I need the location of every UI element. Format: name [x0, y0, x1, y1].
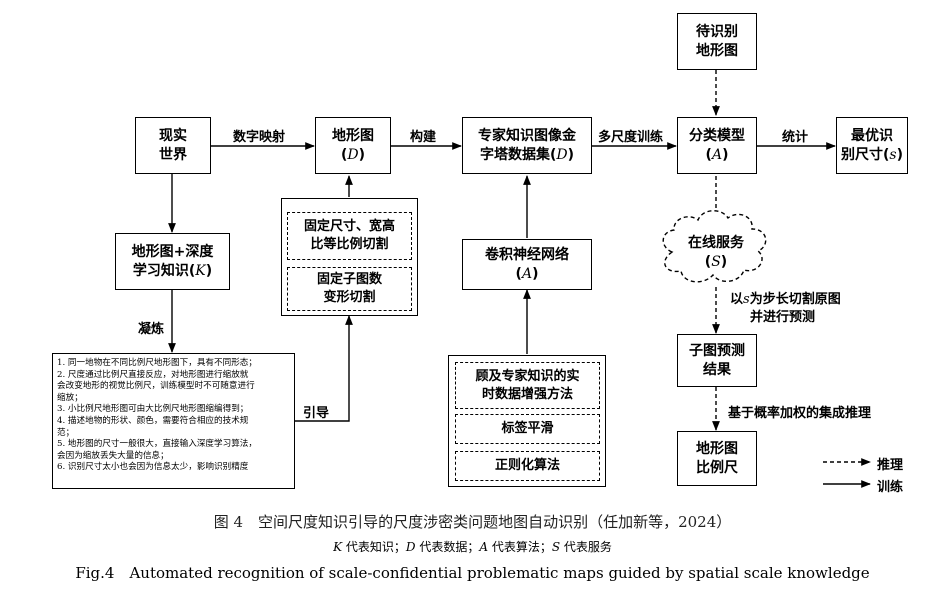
label-guide: 引导 [303, 406, 330, 421]
label-step-cut: 以s为步长切割原图 并进行预测 [730, 291, 841, 327]
caption-title-zh: 图 4 空间尺度知识引导的尺度涉密类问题地图自动识别（任加新等，2024） [213, 513, 732, 531]
caption-var-s: S [551, 540, 561, 554]
node-map-dl-knowledge: 地形图+深度 学习知识(K) [115, 233, 230, 290]
node-subpred-line2: 结果 [703, 361, 731, 378]
node-subimage-prediction: 子图预测 结果 [677, 334, 757, 387]
label-ensemble-inference: 基于概率加权的集成推理 [728, 406, 872, 421]
label-step-cut-line1: 以s为步长切割原图 [730, 291, 841, 309]
aug-method-1-line2: 时数据增强方法 [481, 386, 573, 402]
node-pyramid-dataset: 专家知识图像金 字塔数据集(D) [462, 117, 592, 174]
node-cnn: 卷积神经网络 (A) [462, 239, 592, 290]
node-knowledge-var: K [195, 262, 206, 279]
cut-method-1-line2: 比等比例切割 [310, 237, 389, 252]
caption-text-s: 代表服务 [560, 540, 612, 554]
node-real-world-line1: 现实 [159, 127, 187, 144]
node-map-line1: 地形图 [332, 127, 374, 144]
knowledge-item: 会因为缩放丢失大量的信息； [57, 450, 169, 461]
node-pending-line2: 地形图 [696, 42, 738, 59]
knowledge-item: 5. 地形图的尺寸一般很大，直接输入深度学习算法， [57, 439, 257, 450]
node-scale-line2: 比例尺 [696, 459, 738, 476]
caption-text-k: 代表知识； [342, 540, 406, 554]
node-optimal-size: 最优识 别尺寸(s) [836, 117, 908, 174]
caption-var-k: K [333, 540, 343, 554]
label-step-cut-var: s [743, 292, 750, 307]
node-knowledge-line2: 学习知识(K) [132, 262, 213, 279]
node-pyramid-line1: 专家知识图像金 [478, 127, 576, 144]
label-step-cut-pre: 以 [730, 292, 744, 307]
cut-method-fixed-count: 固定子图数 变形切割 [287, 267, 412, 311]
node-real-world-line2: 世界 [159, 146, 187, 163]
label-multiscale-training: 多尺度训练 [598, 130, 664, 145]
aug-method-regularization: 正则化算法 [455, 451, 600, 481]
legend-training-label: 训练 [877, 480, 904, 495]
knowledge-item: 4. 描述地物的形状、颜色，需要符合相应的技术规 [57, 415, 249, 426]
aug-method-2-line1: 标签平滑 [501, 421, 554, 436]
node-map-var: D [347, 146, 359, 163]
node-optimal-line2-text: 别尺寸 [841, 146, 883, 163]
arrow-list-guide-to-cut [295, 315, 353, 422]
cut-method-fixed-size: 固定尺寸、宽高 比等比例切割 [287, 212, 412, 260]
knowledge-item: 6. 识别尺寸太小也会因为信息太少，影响识别精度 [57, 462, 249, 473]
caption-text-d: 代表数据； [415, 540, 480, 554]
knowledge-item: 范； [57, 427, 75, 438]
node-pyramid-line2-text: 字塔数据集 [479, 146, 550, 163]
node-map: 地形图 (D) [315, 117, 391, 174]
knowledge-item: 会改变地形的视觉比例尺，训练模型时不可随意进行 [57, 381, 255, 392]
knowledge-item: 2. 尺度通过比例尺直接反应，对地形图进行缩放就 [57, 369, 249, 380]
cut-method-2-line1: 固定子图数 [316, 272, 382, 287]
node-cnn-line2: (A) [515, 265, 539, 282]
label-refine: 凝炼 [138, 322, 165, 337]
knowledge-list: 1. 同一地物在不同比例尺地形图下，具有不同形态； 2. 尺度通过比例尺直接反应… [52, 353, 295, 489]
cut-method-2-line2: 变形切割 [323, 290, 376, 305]
label-step-cut-line2: 并进行预测 [750, 310, 816, 325]
node-cnn-var: A [521, 265, 533, 282]
aug-method-1-line1: 顾及专家知识的实 [475, 368, 580, 384]
node-optimal-var: s [889, 146, 897, 163]
caption-text-a: 代表算法； [488, 540, 552, 554]
node-online-line2: (S) [704, 254, 728, 270]
node-map-scale: 地形图 比例尺 [677, 431, 757, 486]
node-map-line2: (D) [340, 146, 366, 163]
label-step-cut-post: 为步长切割原图 [749, 292, 841, 307]
label-statistics: 统计 [782, 130, 809, 145]
node-pending-map: 待识别 地形图 [677, 13, 757, 70]
node-optimal-line1: 最优识 [851, 127, 893, 144]
node-pyramid-var: D [556, 146, 568, 163]
node-pyramid-line2: 字塔数据集(D) [479, 146, 575, 163]
node-online-var: S [711, 254, 721, 270]
caption-title-en: Fig.4 Automated recognition of scale-con… [75, 564, 870, 582]
node-real-world: 现实 世界 [135, 117, 211, 174]
node-knowledge-line2-text: 学习知识 [132, 262, 189, 279]
knowledge-item: 1. 同一地物在不同比例尺地形图下，具有不同形态； [57, 358, 257, 368]
caption-var-d: D [405, 540, 416, 554]
aug-method-3-line1: 正则化算法 [494, 458, 560, 473]
node-optimal-line2: 别尺寸(s) [841, 146, 903, 163]
node-classifier-line2: (A) [705, 146, 729, 163]
aug-method-label-smoothing: 标签平滑 [455, 414, 600, 444]
node-knowledge-line1: 地形图+深度 [131, 243, 214, 260]
node-scale-line1: 地形图 [696, 440, 738, 457]
node-pending-line1: 待识别 [696, 23, 738, 40]
node-cnn-line1: 卷积神经网络 [485, 246, 569, 263]
cut-method-1-line1: 固定尺寸、宽高 [303, 219, 395, 234]
node-classifier-var: A [711, 146, 723, 163]
label-digital-mapping: 数字映射 [233, 130, 286, 145]
online-service-cloud [662, 210, 767, 283]
node-classifier: 分类模型 (A) [677, 117, 757, 174]
caption-var-a: A [479, 540, 489, 554]
node-online-service: 在线服务 (S) [672, 234, 760, 272]
node-subpred-line1: 子图预测 [689, 342, 745, 359]
knowledge-item: 3. 小比例尺地形图可由大比例尺地形图缩编得到； [57, 404, 249, 415]
knowledge-item: 缩放； [57, 392, 83, 403]
legend-inference-label: 推理 [877, 458, 904, 473]
label-build: 构建 [410, 130, 437, 145]
caption-legend-line: K 代表知识；D 代表数据；A 代表算法；S 代表服务 [0, 538, 945, 555]
node-online-line1: 在线服务 [688, 235, 744, 251]
node-classifier-line1: 分类模型 [689, 127, 745, 144]
aug-method-expert-augmentation: 顾及专家知识的实 时数据增强方法 [455, 362, 600, 409]
